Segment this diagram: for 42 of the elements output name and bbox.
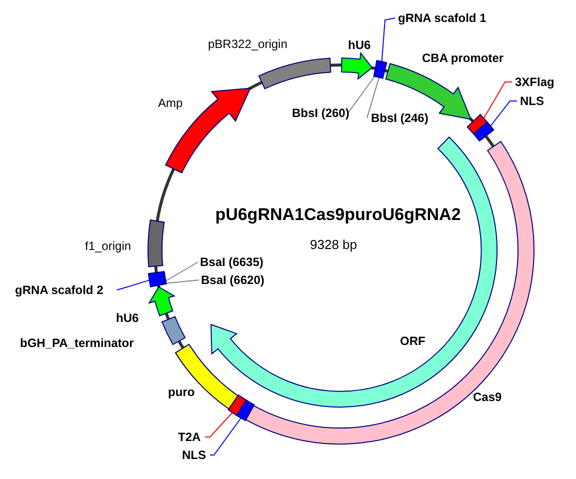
feature-label: gRNA scafold 2 (15, 283, 104, 297)
leader-line (164, 280, 200, 284)
feature-label: hU6 (348, 38, 371, 52)
leader-line (164, 262, 198, 282)
feature-label: T2A (178, 430, 201, 444)
feature-segment (148, 220, 165, 268)
feature-label: NLS (520, 94, 544, 108)
leader-line (348, 75, 376, 114)
feature-label: BbsI (260) (292, 106, 350, 120)
gene-feature (341, 52, 373, 80)
feature-segment (162, 316, 186, 345)
feature-label: 9328 bp (310, 238, 357, 252)
feature-label: ORF (400, 334, 426, 348)
feature-label: NLS (182, 448, 206, 462)
leader-line (366, 76, 380, 118)
plasmid-name: pU6gRNA1Cas9puroU6gRNA2 (214, 205, 462, 225)
feature-segment (236, 400, 255, 422)
feature-segment (473, 122, 494, 142)
feature-label: 3XFlag (515, 75, 554, 89)
leader-line (490, 100, 518, 126)
leader-line (116, 280, 150, 290)
feature-label: bGH_PA_terminator (20, 336, 134, 350)
gene-feature (148, 286, 175, 316)
feature-label: Amp (158, 96, 183, 110)
feature-label: Cas9 (473, 390, 502, 404)
leader-line (204, 412, 233, 438)
feature-segment (148, 271, 167, 288)
leader-line (483, 82, 512, 119)
feature-segment (373, 60, 388, 79)
feature-label: pBR322_origin (208, 37, 288, 51)
feature-label: BsaI (6635) (200, 255, 264, 269)
feature-label: BsaI (6620) (201, 273, 264, 287)
feature-segment (466, 114, 488, 134)
feature-segment (258, 58, 332, 90)
leader-line (210, 418, 242, 456)
feature-label: f1_origin (85, 239, 132, 253)
feature-label: CBA promoter (422, 51, 504, 65)
feature-label: BbsI (246) (371, 111, 428, 125)
leader-line (381, 18, 396, 62)
feature-label: hU6 (116, 311, 139, 325)
feature-label: puro (168, 385, 195, 399)
feature-label: gRNA scafold 1 (398, 11, 486, 25)
